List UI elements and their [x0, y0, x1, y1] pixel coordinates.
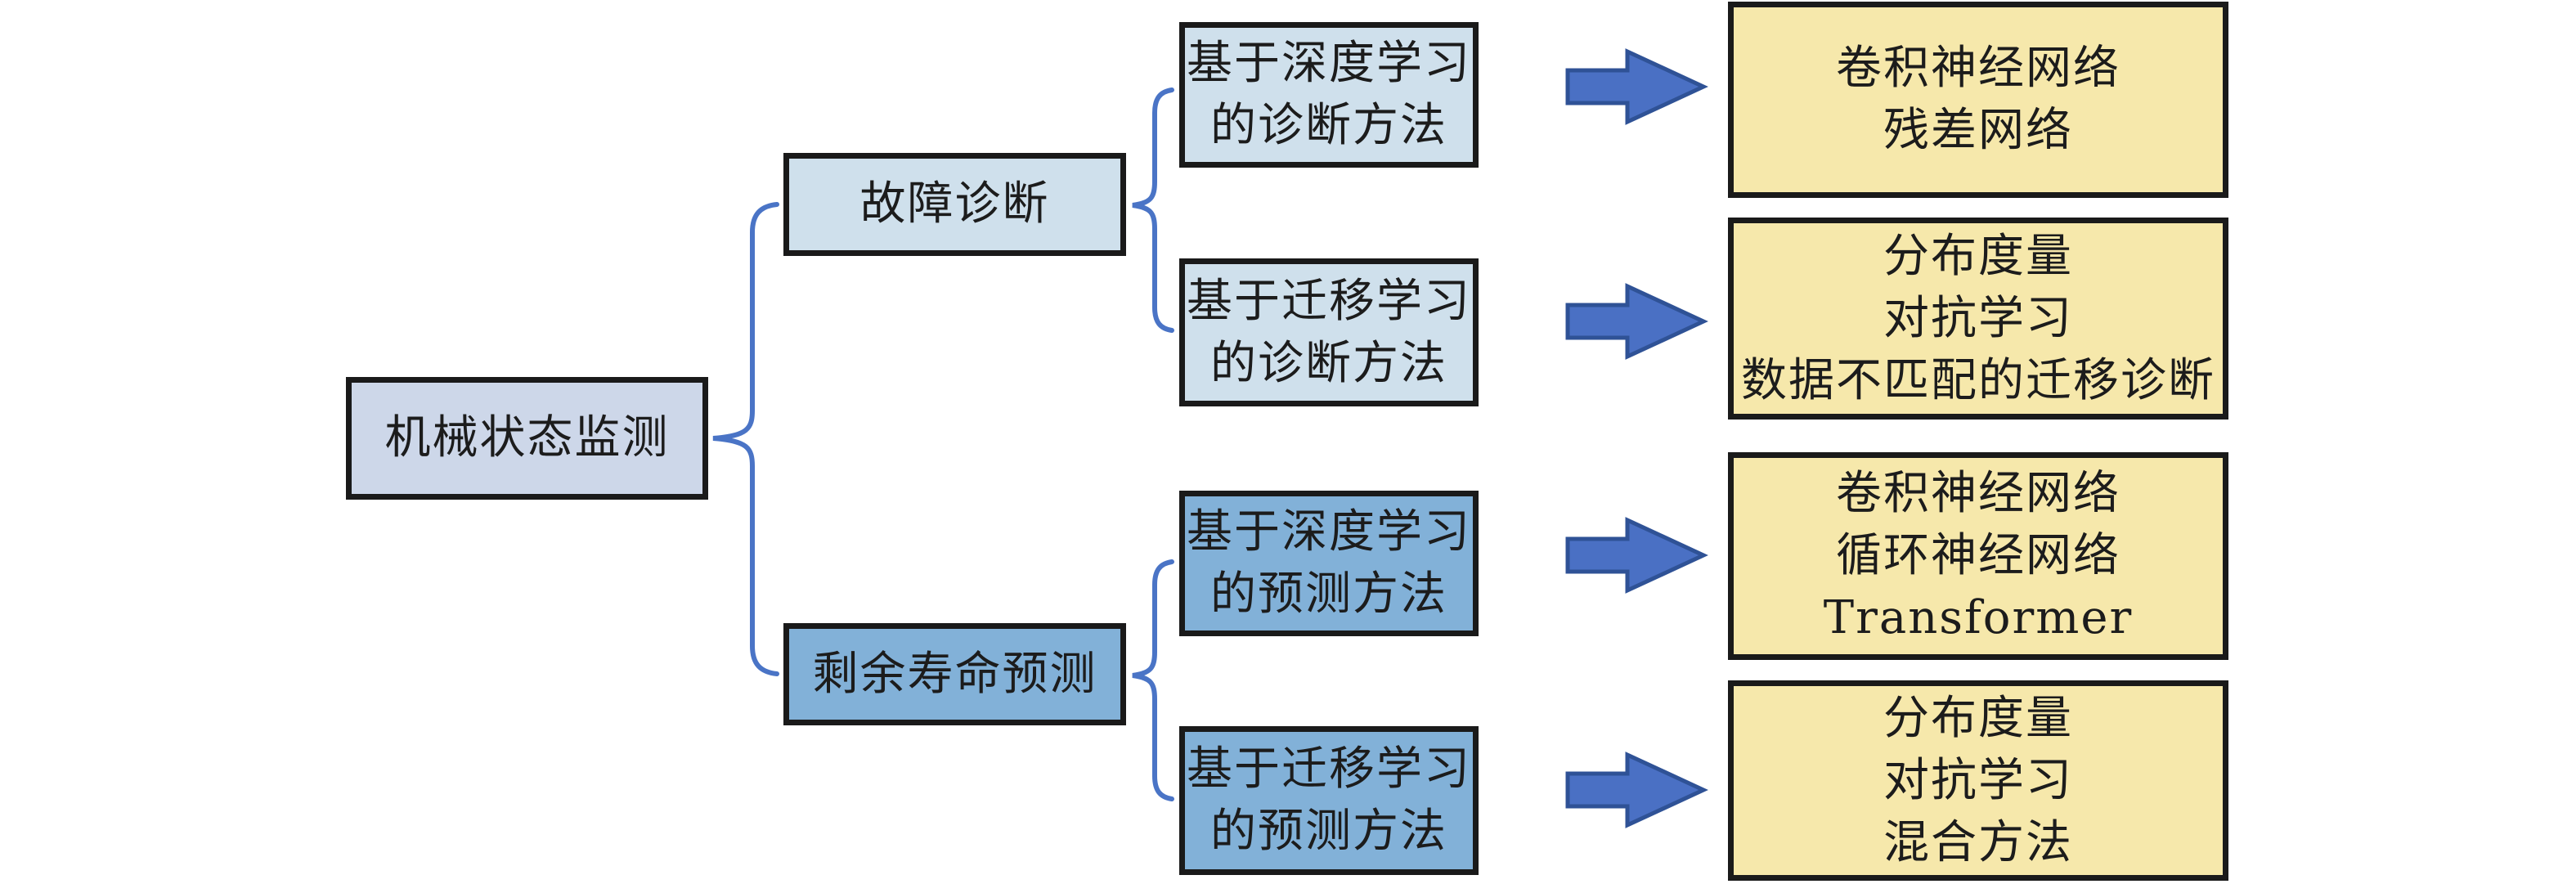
brace-root-to-branches [712, 202, 779, 676]
output-line: 分布度量 [1883, 691, 2073, 745]
method-node-tl-prediction: 基于迁移学习 的预测方法 [1179, 726, 1479, 875]
method-node-dl-diagnosis: 基于深度学习 的诊断方法 [1179, 22, 1479, 168]
root-node: 机械状态监测 [346, 377, 708, 500]
leaf-node-dl-prediction-outputs: 卷积神经网络 循环神经网络 Transformer [1728, 452, 2228, 660]
leaf-node-dl-diagnosis-outputs: 卷积神经网络 残差网络 [1728, 2, 2228, 198]
arrow-dl-prediction-icon [1565, 517, 1708, 594]
method-node-tl-diagnosis: 基于迁移学习 的诊断方法 [1179, 258, 1479, 406]
method-label-line: 基于迁移学习 [1187, 274, 1471, 328]
output-line: 循环神经网络 [1836, 529, 2120, 582]
method-label-line: 的诊断方法 [1210, 99, 1447, 152]
leaf-node-tl-prediction-outputs: 分布度量 对抗学习 混合方法 [1728, 680, 2228, 881]
branch-node-rul-prediction: 剩余寿命预测 [783, 623, 1126, 725]
brace-rul-prediction-children [1132, 559, 1174, 801]
branch-node-fault-diagnosis: 故障诊断 [783, 153, 1126, 256]
method-label-line: 的诊断方法 [1210, 336, 1447, 390]
method-label-line: 基于深度学习 [1187, 505, 1471, 559]
brace-fault-diagnosis-children [1132, 88, 1174, 333]
leaf-node-tl-diagnosis-outputs: 分布度量 对抗学习 数据不匹配的迁移诊断 [1728, 218, 2228, 420]
output-line: 分布度量 [1883, 229, 2073, 283]
arrow-tl-prediction-icon [1565, 752, 1708, 828]
output-line: 对抗学习 [1883, 753, 2073, 807]
method-node-dl-prediction: 基于深度学习 的预测方法 [1179, 491, 1479, 636]
output-line: 卷积神经网络 [1836, 467, 2120, 520]
output-line: 混合方法 [1883, 815, 2073, 869]
output-line: 数据不匹配的迁移诊断 [1741, 353, 2215, 407]
branch-label: 故障诊断 [859, 177, 1050, 231]
output-line: 卷积神经网络 [1836, 42, 2120, 95]
root-label: 机械状态监测 [384, 411, 670, 464]
arrow-tl-diagnosis-icon [1565, 283, 1708, 360]
method-label-line: 的预测方法 [1210, 805, 1447, 858]
method-label-line: 的预测方法 [1210, 568, 1447, 621]
arrow-dl-diagnosis-icon [1565, 48, 1708, 125]
output-line: 残差网络 [1883, 104, 2073, 157]
output-line: Transformer [1823, 591, 2134, 644]
method-label-line: 基于深度学习 [1187, 37, 1471, 90]
branch-label: 剩余寿命预测 [812, 647, 1097, 701]
method-label-line: 基于迁移学习 [1187, 743, 1471, 796]
output-line: 对抗学习 [1883, 291, 2073, 345]
